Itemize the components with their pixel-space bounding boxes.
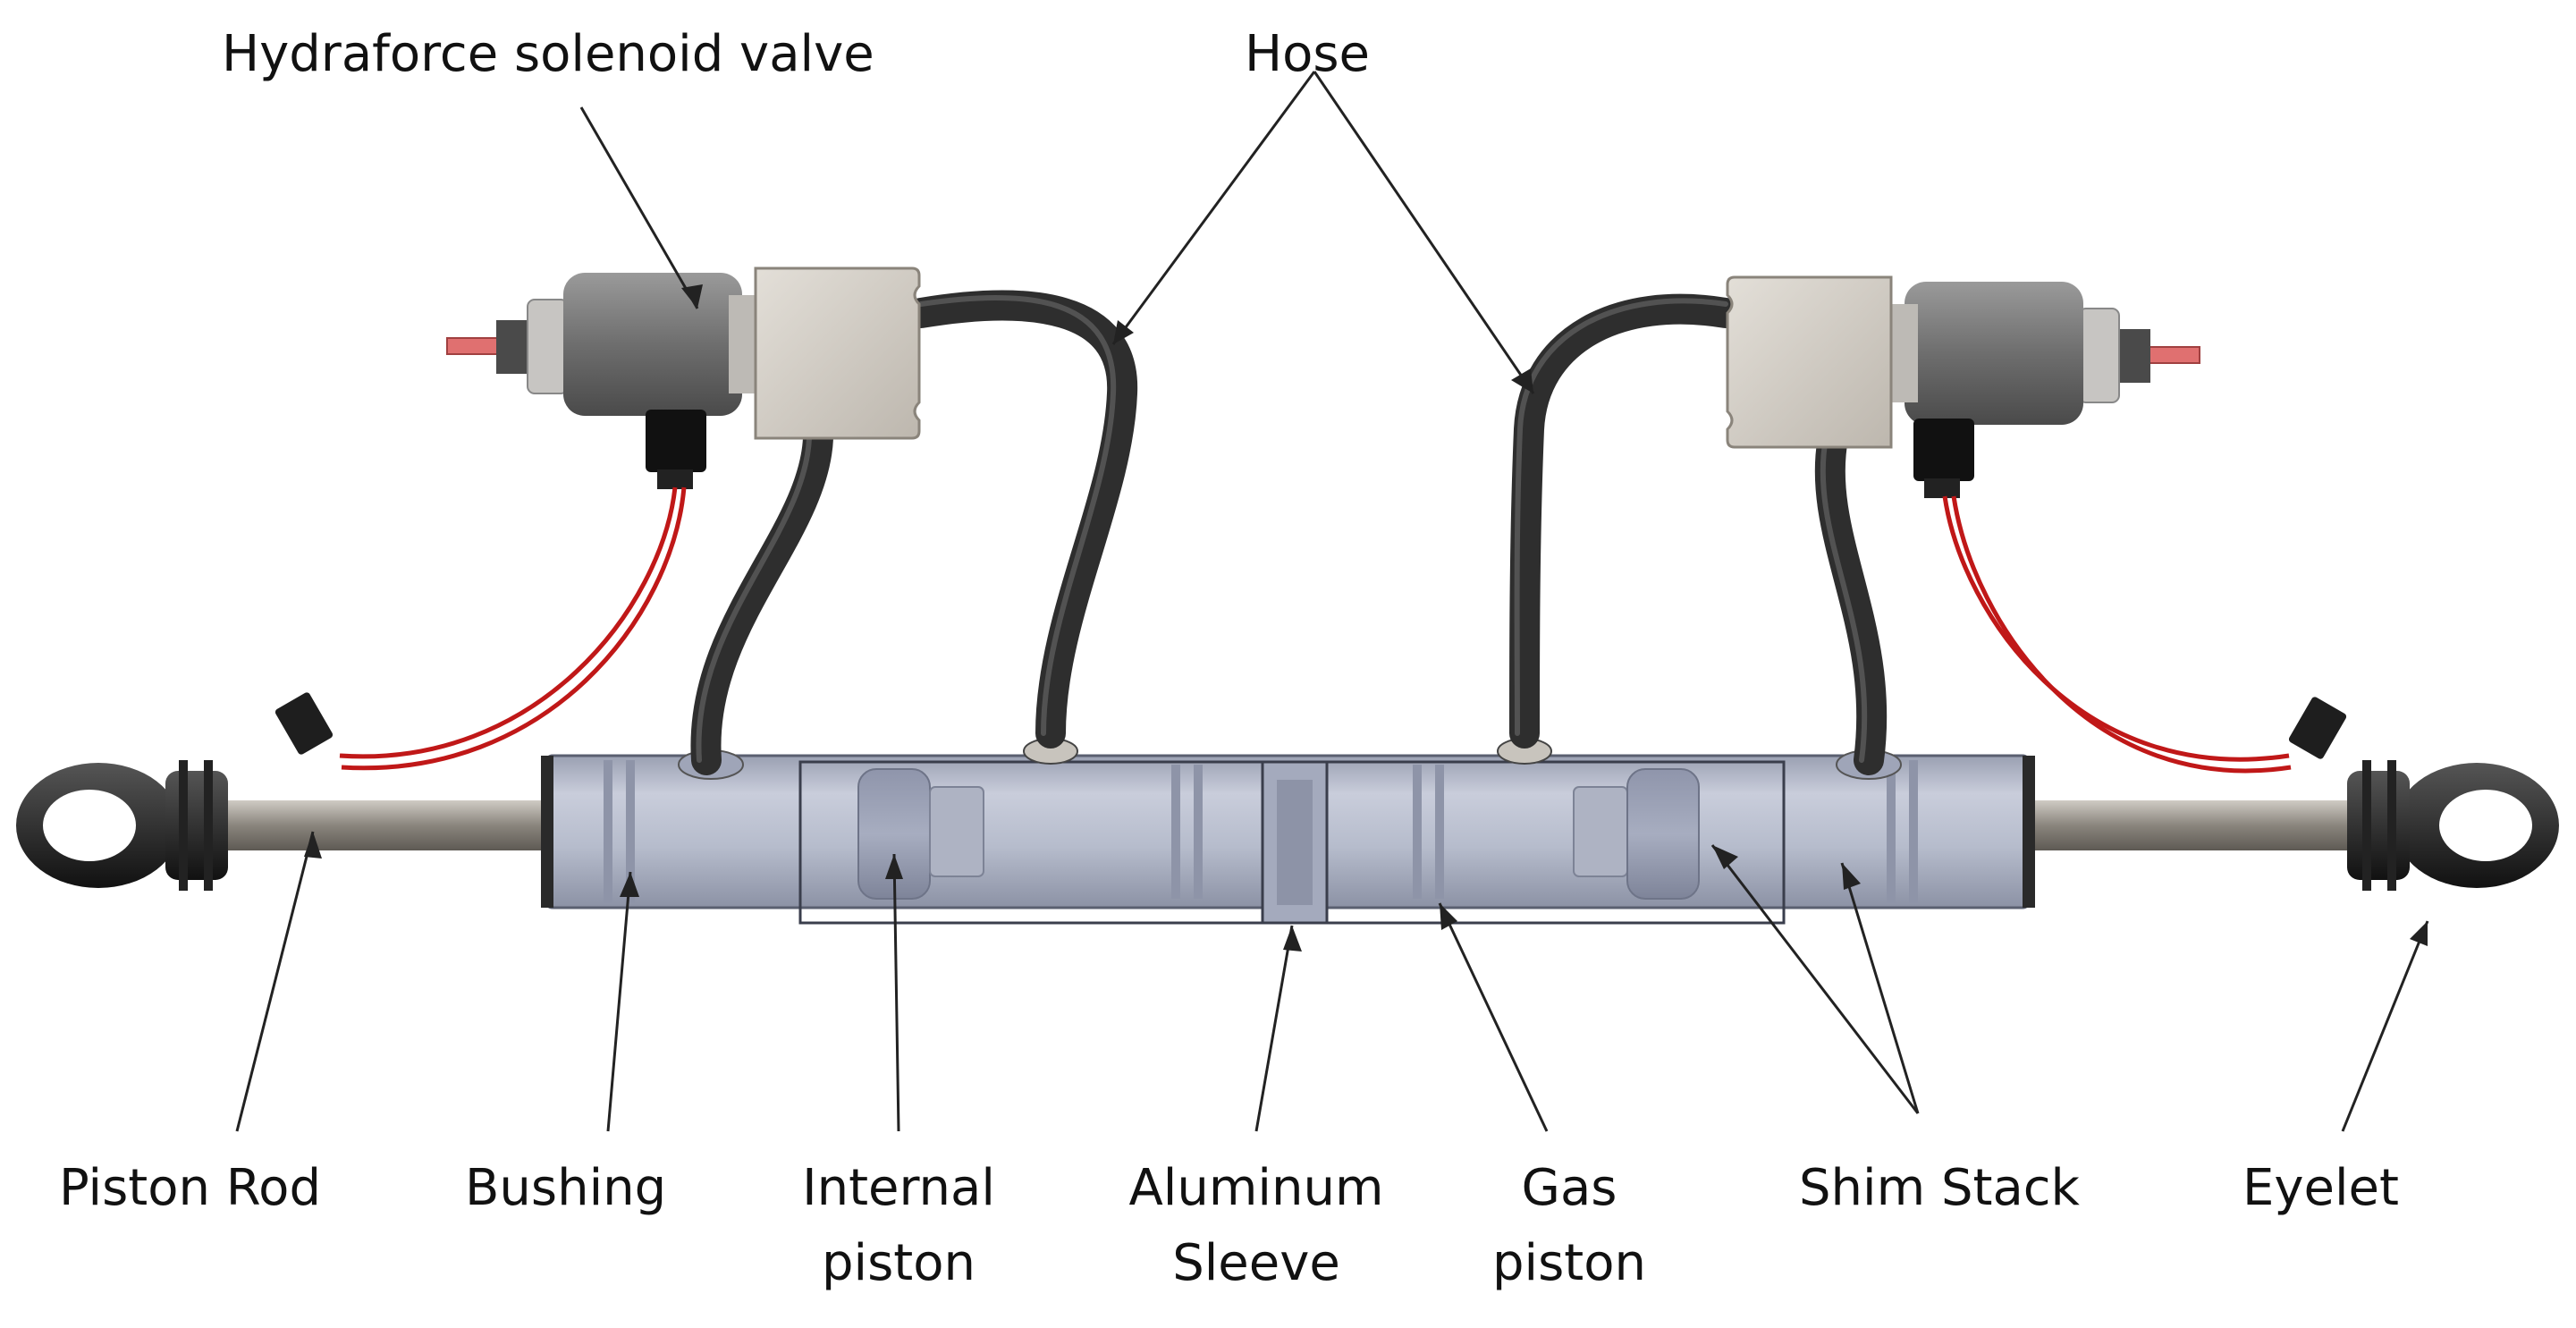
label-shim-stack: Shim Stack — [1799, 1159, 2080, 1217]
leader-arrowheads — [304, 284, 2428, 952]
leader-lines — [235, 71, 2429, 1132]
label-gas-piston: Gas piston — [1466, 1163, 1672, 1290]
damper-cylinder-icon — [541, 738, 2035, 925]
label-gas-piston-line2: piston — [1492, 1234, 1646, 1292]
label-hose: Hose — [1245, 25, 1370, 83]
eyelet-icon — [2347, 760, 2559, 891]
label-aluminum-sleeve: Aluminum Sleeve — [1109, 1163, 1404, 1290]
label-eyelet: Eyelet — [2242, 1159, 2399, 1217]
solenoid-valve-icon — [1726, 275, 2200, 498]
label-aluminum-sleeve-line2: Sleeve — [1172, 1234, 1340, 1292]
label-gas-piston-line1: Gas — [1521, 1159, 1617, 1217]
piston-rod-right — [2030, 800, 2369, 850]
hose-lines — [690, 290, 1888, 775]
eyelet-icon — [16, 760, 228, 891]
label-internal-piston-line2: piston — [822, 1234, 976, 1292]
solenoid-wires — [339, 486, 2292, 774]
label-piston-rod: Piston Rod — [59, 1159, 321, 1217]
solenoid-valve-icon — [446, 266, 921, 489]
label-aluminum-sleeve-line1: Aluminum — [1128, 1159, 1384, 1217]
label-bushing: Bushing — [465, 1159, 667, 1217]
piston-rod-left — [206, 800, 545, 850]
label-solenoid-valve: Hydraforce solenoid valve — [222, 25, 874, 83]
connector-left — [274, 692, 334, 755]
connector-right — [2288, 697, 2347, 759]
label-internal-piston-line1: Internal — [802, 1159, 995, 1217]
label-internal-piston: Internal piston — [787, 1163, 1010, 1290]
